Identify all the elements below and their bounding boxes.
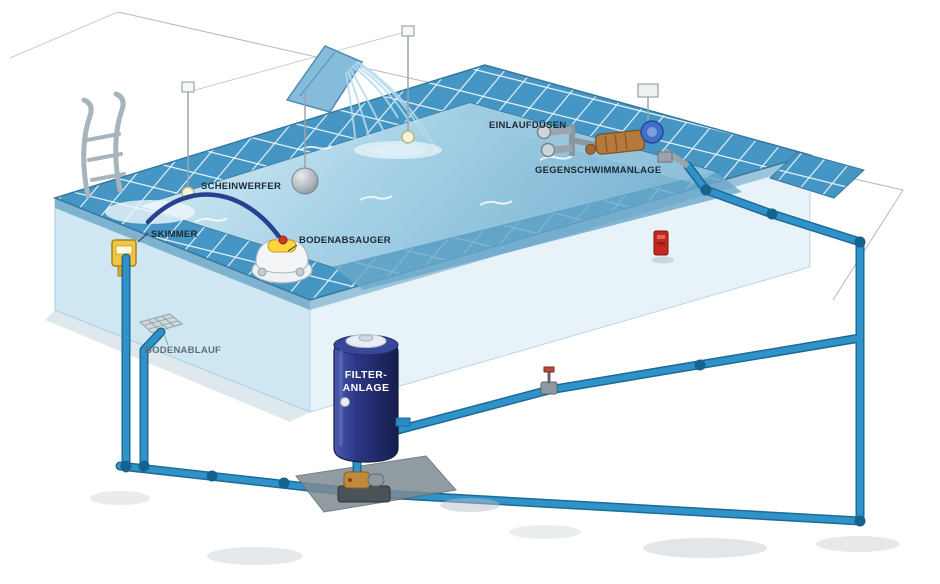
heater-slot (657, 242, 665, 245)
heater-device (652, 230, 674, 264)
label-filteranlage-line1: FILTER- (345, 369, 387, 381)
label-skimmer: SKIMMER (151, 229, 198, 240)
frame-line (187, 31, 406, 93)
post-cap-2 (401, 25, 415, 37)
ground-shadows (45, 310, 900, 565)
label-einlaufduesen: EINLAUFDÜSEN (489, 120, 566, 131)
plane-edge-left (9, 11, 119, 59)
nozzle-1-icon (536, 124, 552, 140)
pump-body-bronze (594, 129, 646, 155)
label-filteranlage-line2: ANLAGE (343, 382, 390, 394)
leader-lines (137, 232, 298, 346)
control-box-icon (637, 83, 659, 98)
pressure-gauge-icon (340, 397, 350, 407)
vacuum-hose (145, 192, 287, 247)
pump-motor (367, 473, 385, 487)
label-bodenabsauger: BODENABSAUGER (299, 235, 391, 246)
valve-icon (540, 366, 558, 395)
tank-outlet (395, 417, 411, 427)
robot-knob (278, 235, 288, 245)
pipe-floor-drain (141, 329, 164, 470)
inlet-nozzles (536, 124, 601, 158)
pump-elbow (585, 143, 597, 155)
nozzle-stub-2 (554, 144, 573, 154)
pipe-network (115, 161, 866, 527)
label-gegenschwimmanlage: GEGENSCHWIMMANLAGE (535, 165, 661, 176)
nozzle-stub-1 (550, 126, 573, 136)
drain-grate (144, 315, 179, 331)
pump-bolt (348, 478, 352, 482)
spotlight-lamp-icon (291, 167, 319, 195)
tank-knob (358, 334, 374, 342)
water-ripples (194, 145, 573, 223)
splash-core (370, 144, 426, 156)
deck-rim-edge-left (55, 198, 310, 310)
label-scheinwerfer: SCHEINWERFER (201, 181, 281, 192)
heater-vent (657, 235, 665, 239)
floor-drain (138, 313, 184, 334)
filter-tank (333, 334, 411, 463)
robot-wheel-right (295, 267, 305, 277)
nozzle-feed (571, 137, 601, 149)
shower-panel-line (299, 51, 336, 97)
labels: SCHEINWERFER SKIMMER BODENABSAUGER BODEN… (145, 120, 661, 394)
pipe-couplings (120, 184, 866, 527)
valve-handle (543, 366, 555, 373)
deep-end-shadow (333, 172, 742, 290)
robot-wheel-left (257, 267, 267, 277)
plate-shadow (440, 498, 500, 512)
unit-body-group (585, 129, 646, 155)
counter-current-unit (585, 120, 690, 169)
underwater-light-2-icon (401, 130, 415, 144)
deck-tab-right (769, 151, 865, 199)
skimmer-mouth (115, 245, 133, 255)
elbow-fitting (657, 151, 673, 163)
pump-housing (343, 471, 371, 489)
filter-assembly (295, 334, 500, 513)
label-bodenablauf: BODENABLAUF (145, 345, 221, 356)
shower-spray-icon (345, 61, 435, 147)
nozzle-2-icon (540, 142, 556, 158)
motor-hub (647, 127, 657, 137)
pool-ladder-icon (81, 91, 126, 199)
filter-pump (337, 471, 391, 503)
shallow-water-sparkle (105, 200, 195, 224)
post-cap (181, 81, 195, 93)
